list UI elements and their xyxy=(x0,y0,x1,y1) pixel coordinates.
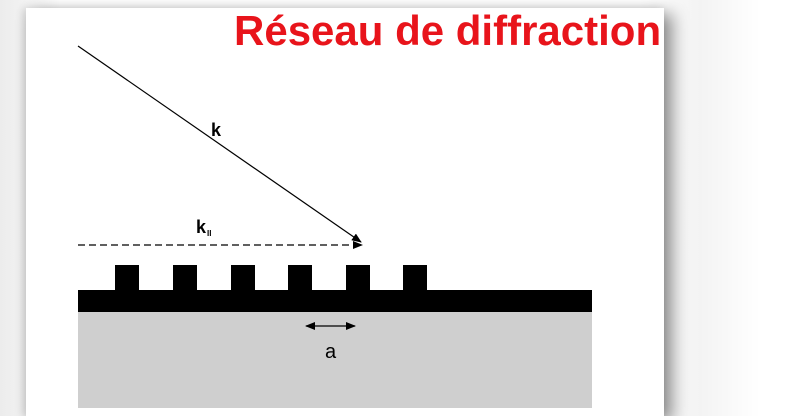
period-label: a xyxy=(325,341,337,363)
grating-tooth xyxy=(346,265,370,291)
grating-tooth xyxy=(403,265,427,291)
grating-base xyxy=(78,290,592,312)
grating-tooth xyxy=(231,265,255,291)
k-parallel-label: kII xyxy=(196,217,211,238)
grating-tooth xyxy=(115,265,139,291)
grating-teeth xyxy=(115,265,427,291)
k-parallel-base: k xyxy=(196,217,207,237)
grating-tooth xyxy=(288,265,312,291)
slide-title: Réseau de diffraction xyxy=(234,7,662,54)
grating-tooth xyxy=(173,265,197,291)
k-parallel-subscript: II xyxy=(207,229,211,238)
k-label: k xyxy=(211,120,222,140)
incident-wave-vector-arrow xyxy=(77,45,362,243)
